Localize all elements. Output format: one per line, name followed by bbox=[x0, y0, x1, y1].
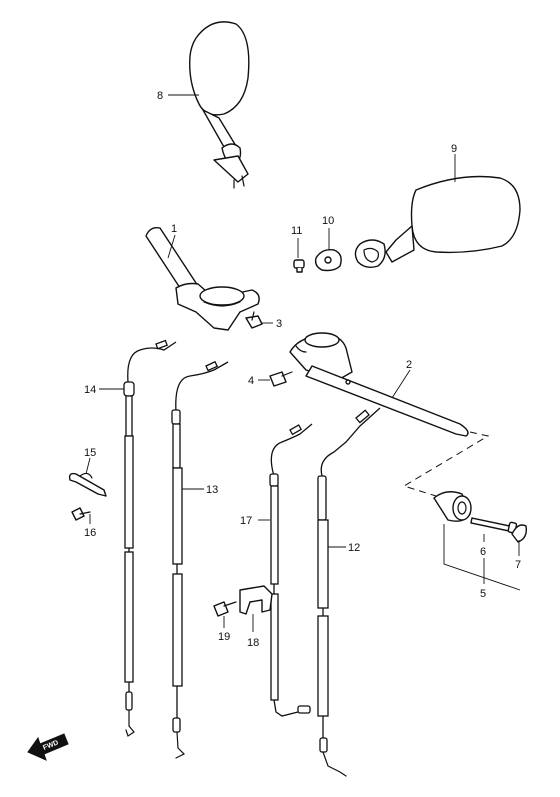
throttle-cable-13 bbox=[171, 360, 229, 759]
callout-13: 13 bbox=[206, 484, 218, 496]
callout-15: 15 bbox=[84, 447, 96, 459]
bolt-19 bbox=[213, 601, 237, 628]
callout-12: 12 bbox=[348, 542, 360, 554]
callout-11: 11 bbox=[291, 225, 302, 237]
bar-end-screw bbox=[470, 517, 518, 534]
callout-10: 10 bbox=[322, 215, 334, 227]
callout-8: 8 bbox=[157, 90, 163, 102]
callout-18: 18 bbox=[247, 637, 259, 649]
cable-clamp-15 bbox=[68, 457, 107, 497]
mirror-screw bbox=[293, 238, 305, 273]
screw-16 bbox=[71, 507, 91, 524]
callout-17: 17 bbox=[240, 515, 252, 527]
right-mirror bbox=[354, 154, 521, 269]
bracket-18 bbox=[239, 585, 273, 632]
callout-2: 2 bbox=[406, 359, 412, 371]
callout-3: 3 bbox=[276, 318, 282, 330]
bolt-3 bbox=[245, 311, 273, 329]
bolt-4 bbox=[258, 371, 293, 387]
left-mirror bbox=[168, 21, 250, 189]
left-handlebar bbox=[145, 226, 260, 331]
callout-6: 6 bbox=[480, 546, 486, 558]
right-handlebar bbox=[289, 332, 469, 437]
callout-19: 19 bbox=[218, 631, 230, 643]
throttle-cable-14 bbox=[99, 339, 177, 737]
dashed-guide bbox=[402, 431, 490, 497]
bar-end-weight bbox=[433, 491, 472, 522]
cable-12 bbox=[317, 407, 381, 777]
fwd-arrow-icon: FWD bbox=[27, 733, 69, 761]
callout-7: 7 bbox=[515, 559, 521, 571]
callout-14: 14 bbox=[84, 384, 96, 396]
mirror-plate bbox=[314, 228, 342, 272]
callout-4: 4 bbox=[248, 375, 254, 387]
callout-16: 16 bbox=[84, 527, 96, 539]
callout-9: 9 bbox=[451, 143, 457, 155]
callout-5: 5 bbox=[480, 588, 486, 600]
bar-end-cap bbox=[511, 524, 528, 543]
callout-1: 1 bbox=[171, 223, 177, 235]
cable-17 bbox=[258, 423, 313, 717]
